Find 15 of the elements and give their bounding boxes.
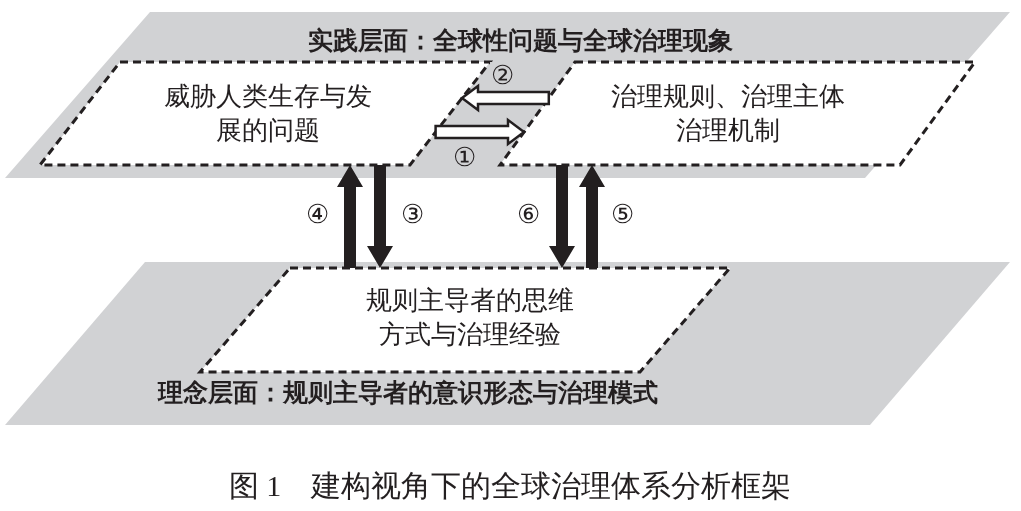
figure-caption: 图 1 建构视角下的全球治理体系分析框架 [227,468,793,504]
layer-band [5,12,1010,178]
layer-title: 实践层面：全球性问题与全球治理现象 [306,26,734,56]
box-text: 治理规则、治理主体治理机制 [610,81,846,147]
box-text: 威胁人类生存与发展的问题 [163,81,373,147]
arrow [579,165,605,268]
arrow [459,83,551,113]
arrow [549,165,575,268]
layer-band [5,262,1010,425]
arrow [337,165,363,268]
arrow [434,117,527,147]
box-text: 规则主导者的思维方式与治理经验 [365,285,575,351]
layer-title: 理念层面：规则主导者的意识形态与治理模式 [158,378,659,408]
arrow [367,165,393,268]
dashed-parallelogram-box [40,62,490,165]
